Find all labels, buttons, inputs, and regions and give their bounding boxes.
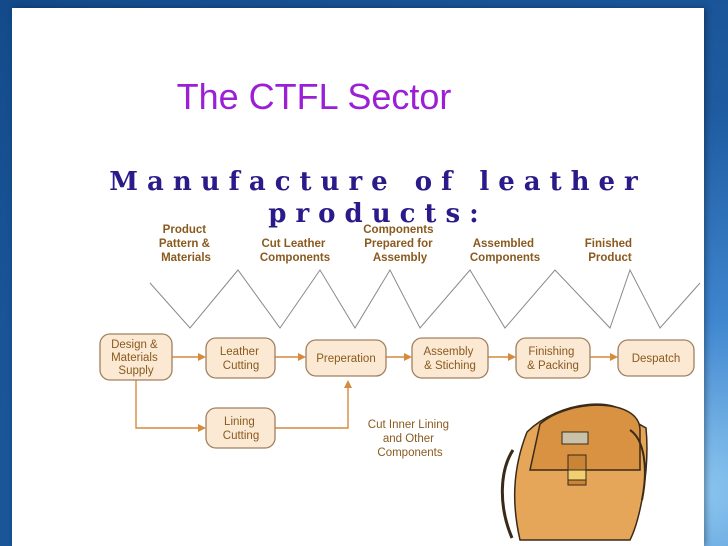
process-box-assembly-stiching: Assembly & Stiching <box>411 337 489 379</box>
process-box-leather-cutting: Leather Cutting <box>205 337 276 379</box>
process-box-preperation: Preperation <box>305 339 387 377</box>
top-label-components-prepared: Components Prepared for Assembly <box>363 224 436 264</box>
slide-title: The CTFL Sector <box>0 76 728 118</box>
process-box-design-materials: Design & Materials Supply <box>99 333 173 381</box>
inner-lining-label: Cut Inner Lining and Other Components <box>368 419 452 459</box>
svg-text:Leather Cutting: Leather Cutting <box>220 346 262 372</box>
zigzag-connector-line <box>149 268 701 329</box>
svg-text:Lining Cutting: Lining Cutting <box>223 416 259 442</box>
process-box-lining-cutting: Lining Cutting <box>205 407 276 449</box>
top-label-finished-product: Finished Product <box>585 238 635 264</box>
slide-subtitle: Manufacture of leather products: <box>109 167 647 229</box>
top-label-product-pattern: Product Pattern & Materials <box>159 224 213 264</box>
process-box-finishing-packing: Finishing & Packing <box>515 337 591 379</box>
svg-text:Preperation: Preperation <box>316 353 375 365</box>
svg-text:Despatch: Despatch <box>632 353 681 365</box>
flow-arrows <box>135 353 618 432</box>
svg-text:Assembly & Stiching: Assembly & Stiching <box>423 346 476 372</box>
top-label-cut-leather: Cut Leather Components <box>260 238 330 264</box>
process-box-despatch: Despatch <box>617 339 695 377</box>
svg-text:Design & Materials: Design & Materials Supply <box>111 339 161 377</box>
leather-bag-illustration <box>500 403 648 541</box>
top-label-assembled-components: Assembled Components <box>470 238 540 264</box>
svg-text:Finishing & Packing: Finishing & Packing <box>527 346 579 372</box>
title-text: The CTFL Sector <box>176 76 452 117</box>
